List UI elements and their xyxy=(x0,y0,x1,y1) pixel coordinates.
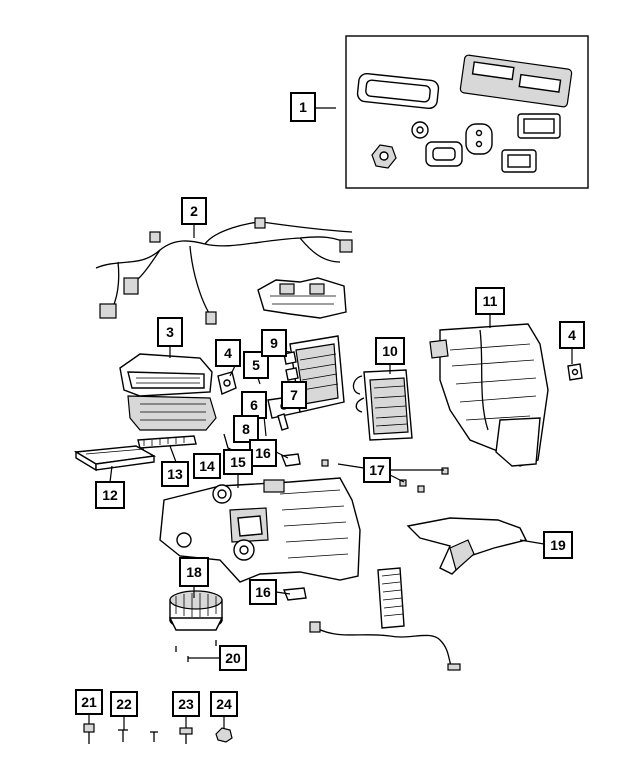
wiring-harness[interactable] xyxy=(95,217,353,325)
fasteners-17[interactable] xyxy=(321,459,449,493)
callout-4-left: 4 xyxy=(215,339,241,367)
callout-18-label: 18 xyxy=(186,564,202,580)
callout-2: 2 xyxy=(181,197,207,225)
upper-hvac-housing[interactable] xyxy=(119,353,217,431)
callout-16-upper: 16 xyxy=(249,439,277,467)
callout-20-label: 20 xyxy=(225,650,241,666)
nut-24[interactable] xyxy=(215,727,233,743)
actuator-right[interactable] xyxy=(567,363,583,381)
bolt-21[interactable] xyxy=(83,723,95,744)
callout-24-label: 24 xyxy=(216,696,232,712)
callout-14: 14 xyxy=(193,453,221,479)
callout-15-label: 15 xyxy=(230,454,246,470)
callout-5-label: 5 xyxy=(252,357,260,373)
callout-4-right-label: 4 xyxy=(568,327,576,343)
floor-duct[interactable] xyxy=(406,517,528,575)
callout-24: 24 xyxy=(210,691,238,717)
callout-23: 23 xyxy=(172,691,200,717)
evaporator-core[interactable] xyxy=(352,369,413,441)
callout-1-label: 1 xyxy=(299,99,307,115)
callout-5: 5 xyxy=(243,351,269,379)
callout-21-label: 21 xyxy=(81,694,97,710)
blower-motor[interactable] xyxy=(168,590,224,631)
callout-12: 12 xyxy=(95,481,125,509)
callout-14-label: 14 xyxy=(199,458,215,474)
callout-17-label: 17 xyxy=(369,462,385,478)
bolt-23[interactable] xyxy=(179,727,193,744)
callout-4-left-label: 4 xyxy=(224,345,232,361)
callout-12-label: 12 xyxy=(102,487,118,503)
callout-11-label: 11 xyxy=(483,293,498,309)
callout-1: 1 xyxy=(290,92,316,122)
seal-kit-parts[interactable] xyxy=(356,54,573,173)
callout-20: 20 xyxy=(219,645,247,671)
callout-19: 19 xyxy=(543,531,573,559)
screw-22[interactable] xyxy=(118,729,158,742)
callout-22: 22 xyxy=(110,691,138,717)
callout-16-lower-label: 16 xyxy=(255,584,271,600)
callout-4-right: 4 xyxy=(559,321,585,349)
callout-6: 6 xyxy=(241,391,267,419)
mode-actuator-bracket[interactable] xyxy=(257,277,347,319)
callout-3-label: 3 xyxy=(166,324,174,340)
callout-16-lower: 16 xyxy=(249,579,277,605)
callout-8-label: 8 xyxy=(242,421,250,437)
callout-10-label: 10 xyxy=(382,343,398,359)
callout-22-label: 22 xyxy=(116,696,132,712)
screws-set[interactable] xyxy=(175,640,217,662)
callout-2-label: 2 xyxy=(190,203,198,219)
filter-door[interactable] xyxy=(137,435,197,449)
temperature-sensor-harness[interactable] xyxy=(309,567,461,671)
callout-6-label: 6 xyxy=(250,397,258,413)
callout-9: 9 xyxy=(261,329,287,357)
callout-21: 21 xyxy=(75,689,103,715)
callout-7-label: 7 xyxy=(290,387,298,403)
callout-13-label: 13 xyxy=(167,466,183,482)
seal-kit-group xyxy=(345,35,589,189)
callout-18: 18 xyxy=(179,557,209,587)
callout-13: 13 xyxy=(161,461,189,487)
callout-9-label: 9 xyxy=(270,335,278,351)
callout-15: 15 xyxy=(223,449,253,475)
callout-17: 17 xyxy=(363,457,391,483)
callout-16-upper-label: 16 xyxy=(255,445,271,461)
clip-14[interactable] xyxy=(223,433,233,451)
seal-kit-frame xyxy=(345,35,589,189)
callout-11: 11 xyxy=(475,287,505,315)
callout-10: 10 xyxy=(375,337,405,365)
callout-8: 8 xyxy=(233,415,259,443)
callout-7: 7 xyxy=(281,381,307,409)
callout-3: 3 xyxy=(157,317,183,347)
actuator-left[interactable] xyxy=(217,371,237,395)
lower-hvac-housing[interactable] xyxy=(159,477,361,583)
sensor-16-lower[interactable] xyxy=(283,587,307,601)
callout-23-label: 23 xyxy=(178,696,194,712)
cabin-air-filter[interactable] xyxy=(73,445,157,472)
upper-case-right[interactable] xyxy=(429,323,549,467)
callout-19-label: 19 xyxy=(550,537,566,553)
